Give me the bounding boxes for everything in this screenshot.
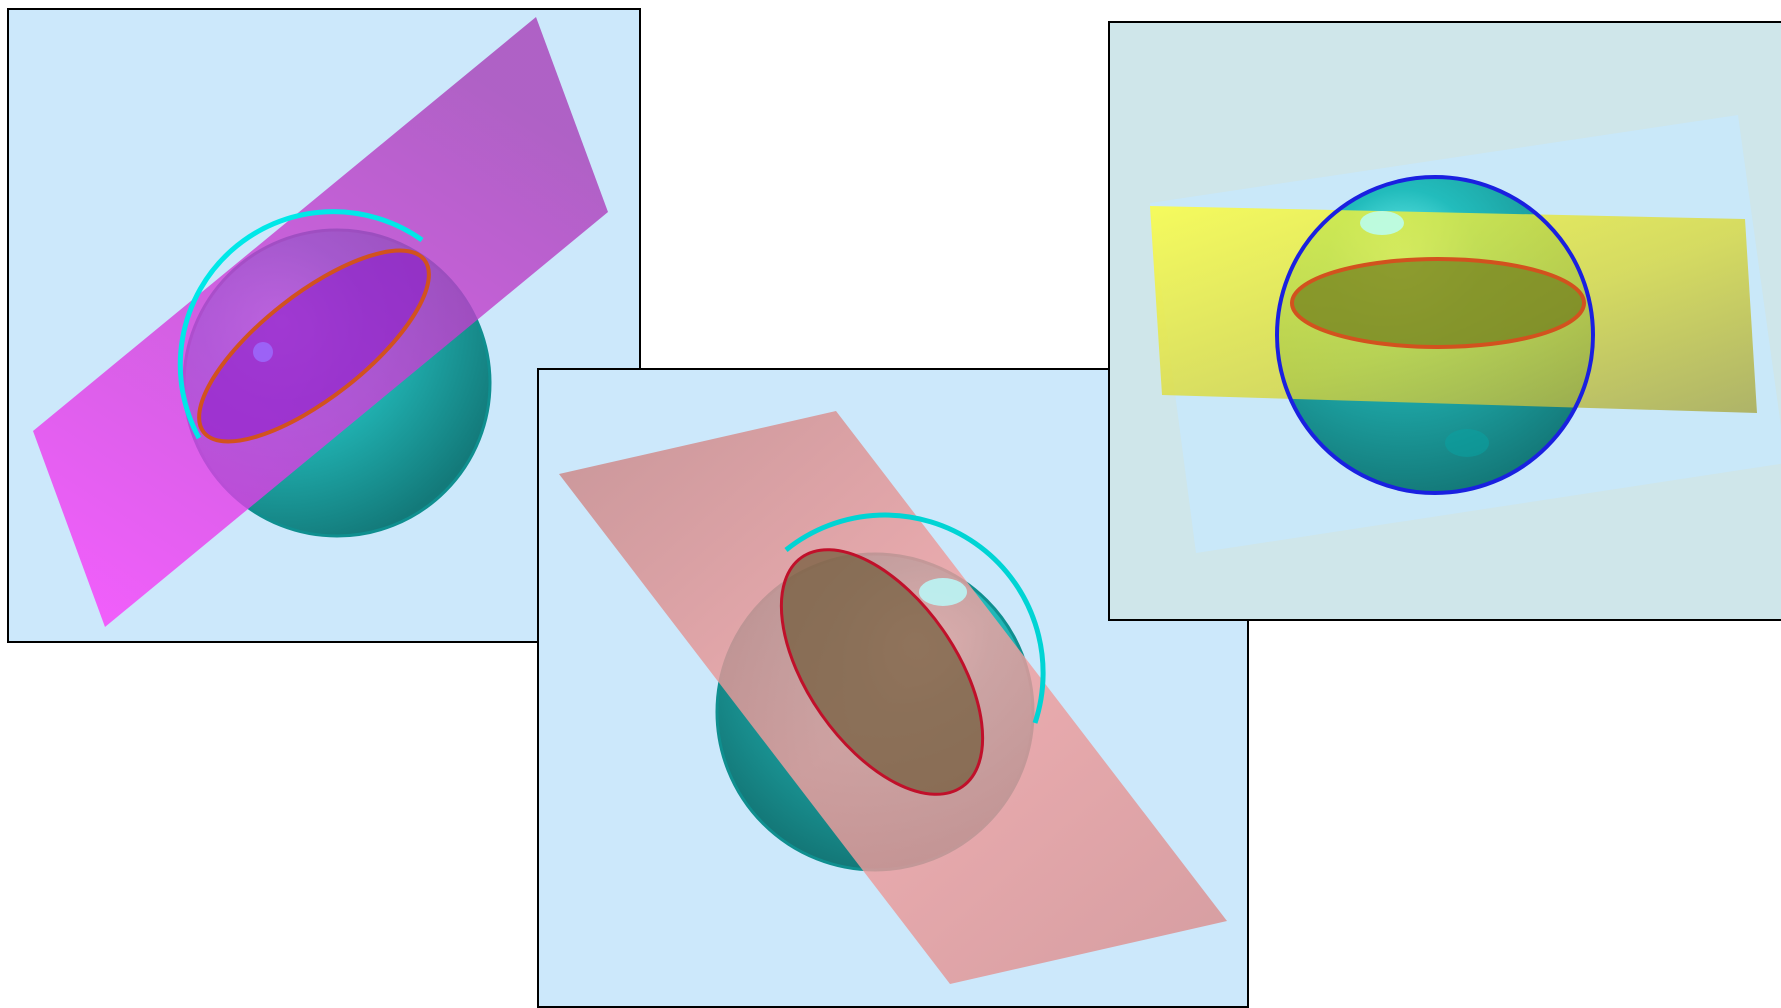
intersection-circle-icon	[779, 548, 985, 796]
sphere-plane-panel-right	[1108, 21, 1781, 621]
sphere-upper-rim	[784, 512, 1046, 724]
left-scene	[9, 10, 639, 641]
intersection-circle-icon	[1290, 257, 1586, 349]
sphere-plane-panel-left	[7, 8, 641, 643]
middle-scene	[539, 370, 1247, 1006]
sphere-lower-highlight	[1445, 429, 1489, 457]
sphere-outline-icon	[1275, 175, 1595, 495]
sphere-plane-panel-middle	[537, 368, 1249, 1008]
sphere-highlight	[919, 578, 967, 606]
right-scene	[1110, 23, 1781, 619]
intersection-circle-icon	[197, 248, 431, 444]
sphere-highlight	[1360, 211, 1404, 235]
sphere-highlight	[253, 342, 273, 362]
sphere-upper-rim	[177, 209, 424, 440]
